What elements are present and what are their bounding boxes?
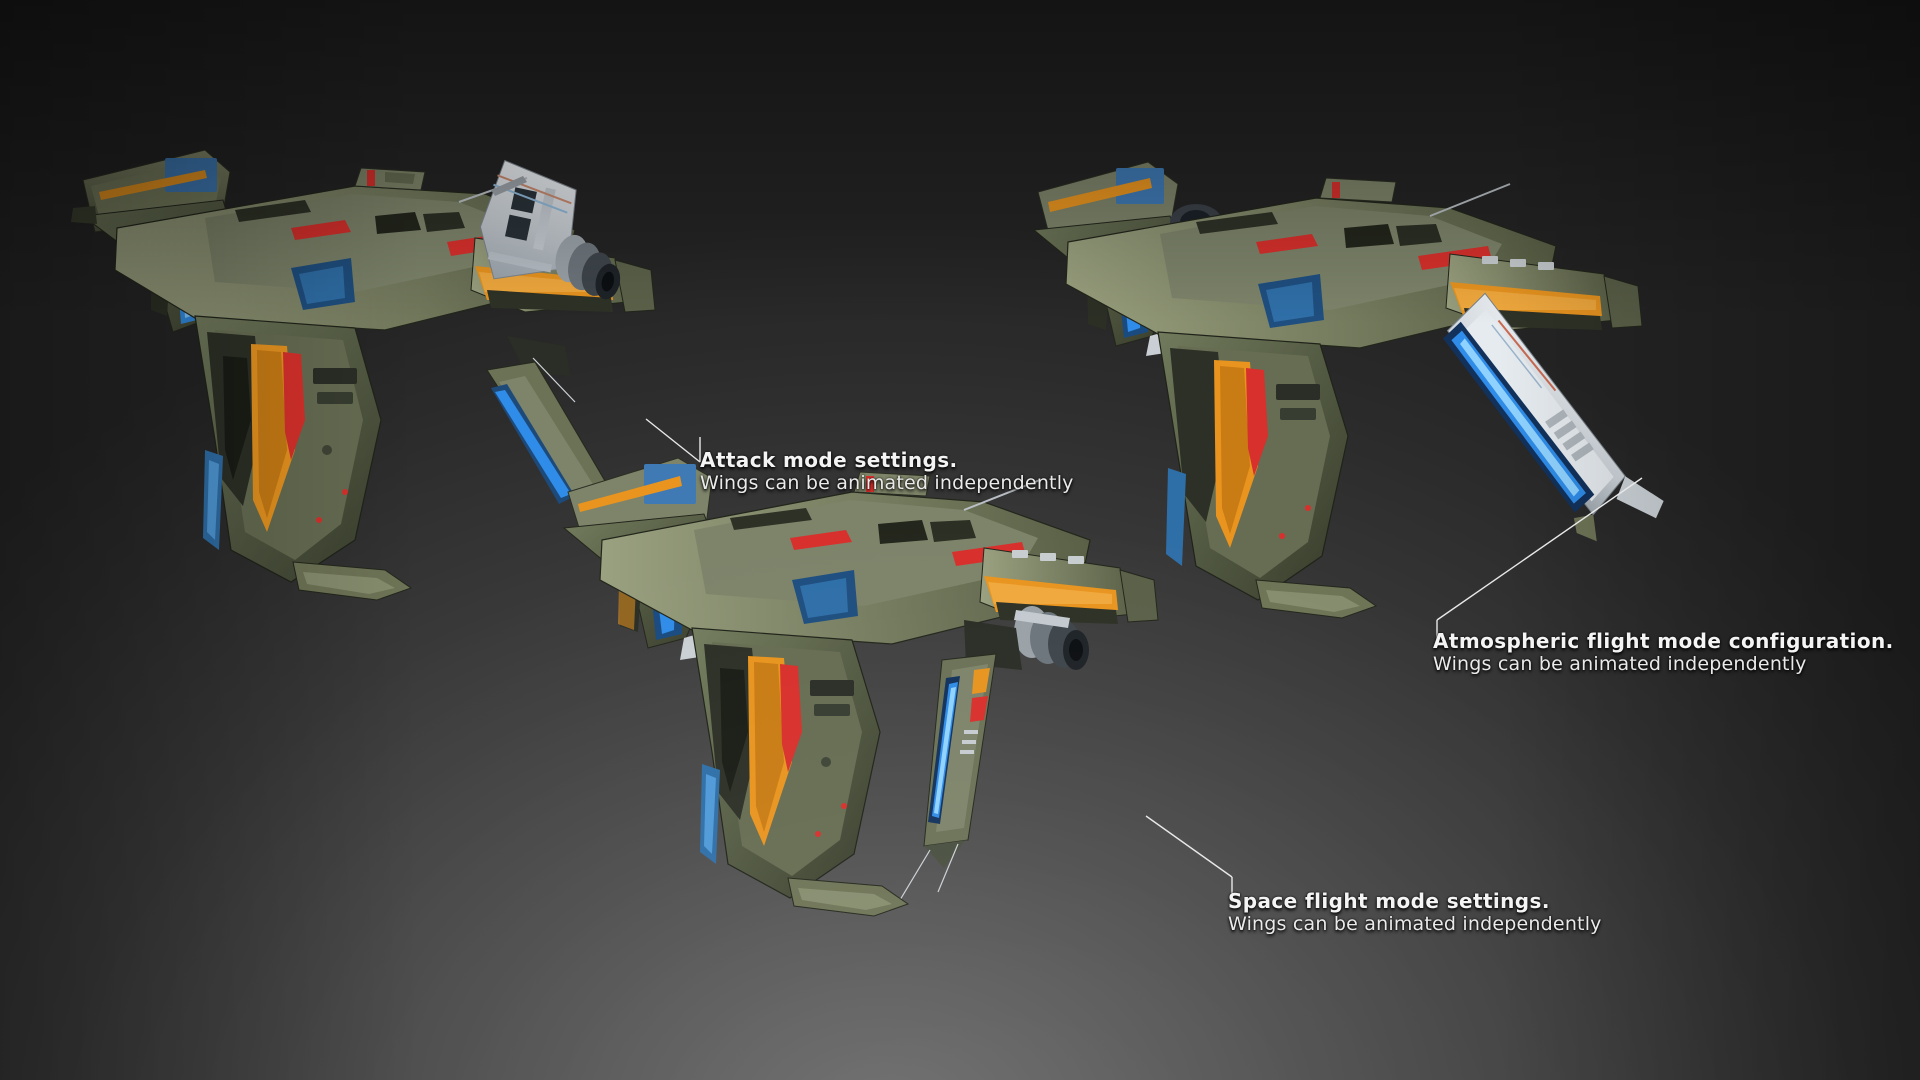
callout-atmospheric-title: Atmospheric flight mode configuration. [1433, 629, 1894, 653]
space-wing-vertical [899, 620, 1022, 901]
callout-space-subtitle: Wings can be animated independently [1228, 913, 1602, 936]
sensor-antenna [1429, 183, 1511, 217]
callout-attack-title: Attack mode settings. [700, 448, 958, 472]
callout-atmospheric[interactable]: Atmospheric flight mode configuration. W… [1433, 629, 1894, 677]
ship-atmospheric-mode[interactable] [1020, 150, 1700, 670]
callout-attack-subtitle: Wings can be animated independently [700, 472, 1074, 495]
engine-cluster [1014, 606, 1089, 670]
fuselage-upper-deck [1065, 177, 1557, 349]
forward-hull [194, 315, 413, 601]
callout-atmospheric-subtitle: Wings can be animated independently [1433, 653, 1807, 676]
callout-space-title: Space flight mode settings. [1228, 889, 1550, 913]
starboard-wing-assembly [979, 547, 1159, 625]
fuselage-upper-deck [114, 167, 576, 331]
forward-hull [691, 627, 910, 917]
sensor-antenna [963, 479, 1041, 511]
attack-wing-swept [486, 336, 635, 524]
callout-attack[interactable]: Attack mode settings. Wings can be anima… [700, 448, 1074, 496]
callout-space[interactable]: Space flight mode settings. Wings can be… [1228, 889, 1602, 937]
ship-space-mode[interactable] [560, 430, 1180, 950]
ship-attack-mode[interactable] [55, 120, 675, 640]
forward-hull [1157, 331, 1378, 619]
